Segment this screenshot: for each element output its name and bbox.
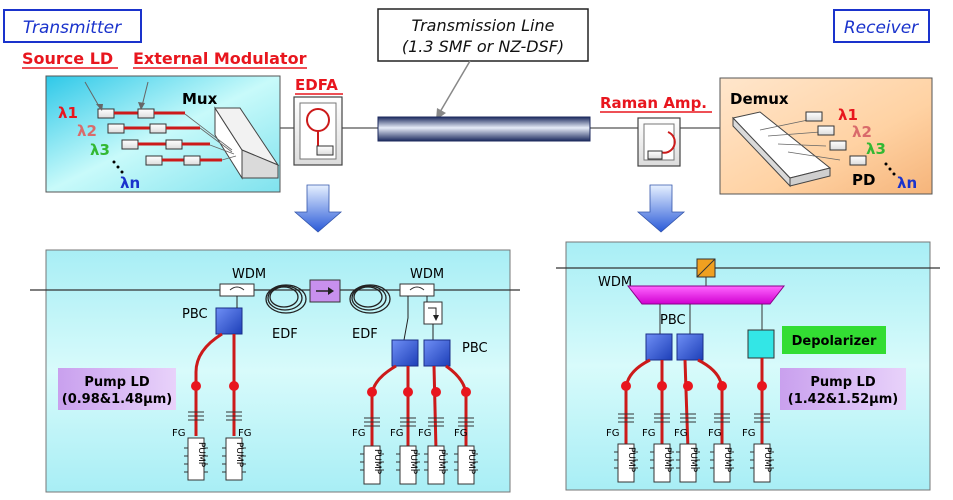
raman-pbc-label: PBC <box>660 313 686 328</box>
lambda-3-label: λ3 <box>90 141 110 159</box>
pump-ld-unit: PUMP <box>750 443 774 483</box>
isolator <box>309 279 341 303</box>
pump-ld-unit: PUMP <box>614 443 638 483</box>
mux-label: Mux <box>182 90 218 108</box>
fg-label: FG <box>674 428 688 439</box>
laser-row-2 <box>107 123 200 134</box>
fg-label: FG <box>454 428 468 439</box>
rx-lambda-n-label: λn <box>897 174 917 192</box>
raman-pump-ld-label: Pump LD <box>810 375 875 390</box>
fg-label: FG <box>390 428 404 439</box>
edfa-expand-arrow <box>293 184 343 233</box>
rx-lambda-2-label: λ2 <box>852 123 872 141</box>
lambda-n-label: λn <box>120 174 140 192</box>
fg-label: FG <box>606 428 620 439</box>
receiver-title: Receiver <box>844 18 919 38</box>
edfa-pump-ld-label: Pump LD <box>84 375 149 390</box>
rx-lambda-3-label: λ3 <box>866 140 886 158</box>
fg-label: FG <box>708 428 722 439</box>
transmitter-header: Transmitter <box>3 9 142 43</box>
edfa-detail-panel: WDM WDM EDF EDF PBC <box>30 249 520 493</box>
transmission-line-callout: Transmission Line (1.3 SMF or NZ-DSF) <box>377 8 589 120</box>
edfa-block: EDFA <box>293 76 343 166</box>
transmission-fiber-tube <box>377 116 591 142</box>
transmission-line-label: Transmission Line <box>412 16 555 35</box>
raman-amp-label: Raman Amp. <box>600 94 707 112</box>
tap-coupler <box>696 258 716 278</box>
fg-label: FG <box>172 428 186 439</box>
edfa-label: EDFA <box>295 76 338 94</box>
edf-right-label: EDF <box>352 327 378 342</box>
lambda-2-label: λ2 <box>77 122 97 140</box>
pump-ld-unit: PUMP <box>360 445 384 485</box>
depolarizer-label: Depolarizer <box>792 334 877 349</box>
pump-ld-unit: PUMP <box>676 443 700 483</box>
receiver-panel: Demux λ1 λ2 λ3 PD λn <box>719 77 933 195</box>
raman-wdm-label: WDM <box>598 275 632 290</box>
pump-ld-unit: PUMP <box>184 437 208 481</box>
raman-pump-ld-box: Pump LD (1.42&1.52μm) <box>780 368 906 410</box>
laser-row-n <box>145 155 222 166</box>
pump-label: PUMP <box>662 447 672 473</box>
fg-label: FG <box>642 428 656 439</box>
pump-label: PUMP <box>466 449 476 475</box>
pump-label: PUMP <box>196 442 206 468</box>
transmission-line-fiber-types: (1.3 SMF or NZ-DSF) <box>402 37 564 56</box>
pump-label: PUMP <box>436 449 446 475</box>
edfa-pump-ld-box: Pump LD (0.98&1.48μm) <box>58 368 176 410</box>
edfa-pump-ld-wavelengths: (0.98&1.48μm) <box>62 392 172 407</box>
pump-ld-unit: PUMP <box>454 445 478 485</box>
laser-row-1 <box>97 108 185 119</box>
edfa-pbc-left-label: PBC <box>182 307 208 322</box>
laser-row-3 <box>121 139 210 150</box>
edfa-wdm-left-label: WDM <box>232 267 266 282</box>
transmitter-panel: Mux <box>45 75 281 193</box>
pump-ld-unit: PUMP <box>222 437 246 481</box>
raman-pump-ld-wavelengths: (1.42&1.52μm) <box>788 392 898 407</box>
pump-label: PUMP <box>626 447 636 473</box>
pump-label: PUMP <box>688 447 698 473</box>
fg-label: FG <box>742 428 756 439</box>
pump-label: PUMP <box>234 442 244 468</box>
source-ld-label: Source LD <box>22 49 113 68</box>
pump-label: PUMP <box>408 449 418 475</box>
edf-left-label: EDF <box>272 327 298 342</box>
rx-lambda-1-label: λ1 <box>838 106 858 124</box>
lambda-1-label: λ1 <box>58 104 78 122</box>
demux-label: Demux <box>730 90 789 108</box>
pump-label: PUMP <box>372 449 382 475</box>
raman-amp-block: Raman Amp. <box>600 94 712 167</box>
raman-expand-arrow <box>636 184 686 233</box>
receiver-header: Receiver <box>833 9 930 43</box>
fg-label: FG <box>352 428 366 439</box>
fg-label: FG <box>418 428 432 439</box>
edf-coil-left <box>265 284 307 314</box>
depolarizer-box: Depolarizer <box>782 326 886 354</box>
edfa-pbc-right-label: PBC <box>462 341 488 356</box>
external-modulator-label: External Modulator <box>133 49 307 68</box>
pump-label: PUMP <box>762 447 772 473</box>
pd-label: PD <box>852 171 875 189</box>
pump-ld-unit: PUMP <box>396 445 420 485</box>
pump-ld-unit: PUMP <box>424 445 448 485</box>
pump-ld-unit: PUMP <box>710 443 734 483</box>
transmitter-title: Transmitter <box>23 18 122 38</box>
pump-ld-unit: PUMP <box>650 443 674 483</box>
fg-label: FG <box>238 428 252 439</box>
raman-detail-panel: WDM PBC Depolarizer FG <box>556 241 940 491</box>
edf-coil-right <box>349 284 391 314</box>
edfa-wdm-right-label: WDM <box>410 267 444 282</box>
pump-label: PUMP <box>722 447 732 473</box>
